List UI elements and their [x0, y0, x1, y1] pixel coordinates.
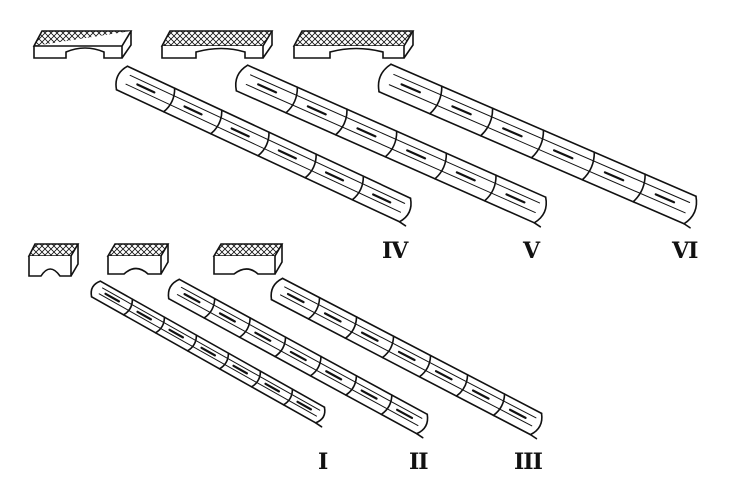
beam-II: [167, 278, 429, 439]
cross-section-II: [106, 243, 170, 275]
label-V: V: [522, 238, 541, 264]
beam-VI: [377, 63, 698, 229]
label-I: I: [318, 449, 328, 475]
beam-I: [90, 280, 326, 428]
label-II: II: [409, 449, 428, 475]
beam-V: [234, 64, 548, 228]
cross-section-IV: [32, 30, 133, 59]
label-III: III: [514, 449, 543, 475]
cross-section-VI: [292, 30, 415, 59]
label-IV: IV: [382, 238, 409, 264]
beam-III: [270, 277, 543, 440]
beams: [90, 63, 698, 440]
label-VI: VI: [671, 238, 698, 264]
cross-section-V: [160, 30, 274, 59]
cross-section-I: [27, 243, 80, 277]
cross-section-III: [212, 243, 284, 275]
beam-IV: [115, 65, 412, 227]
